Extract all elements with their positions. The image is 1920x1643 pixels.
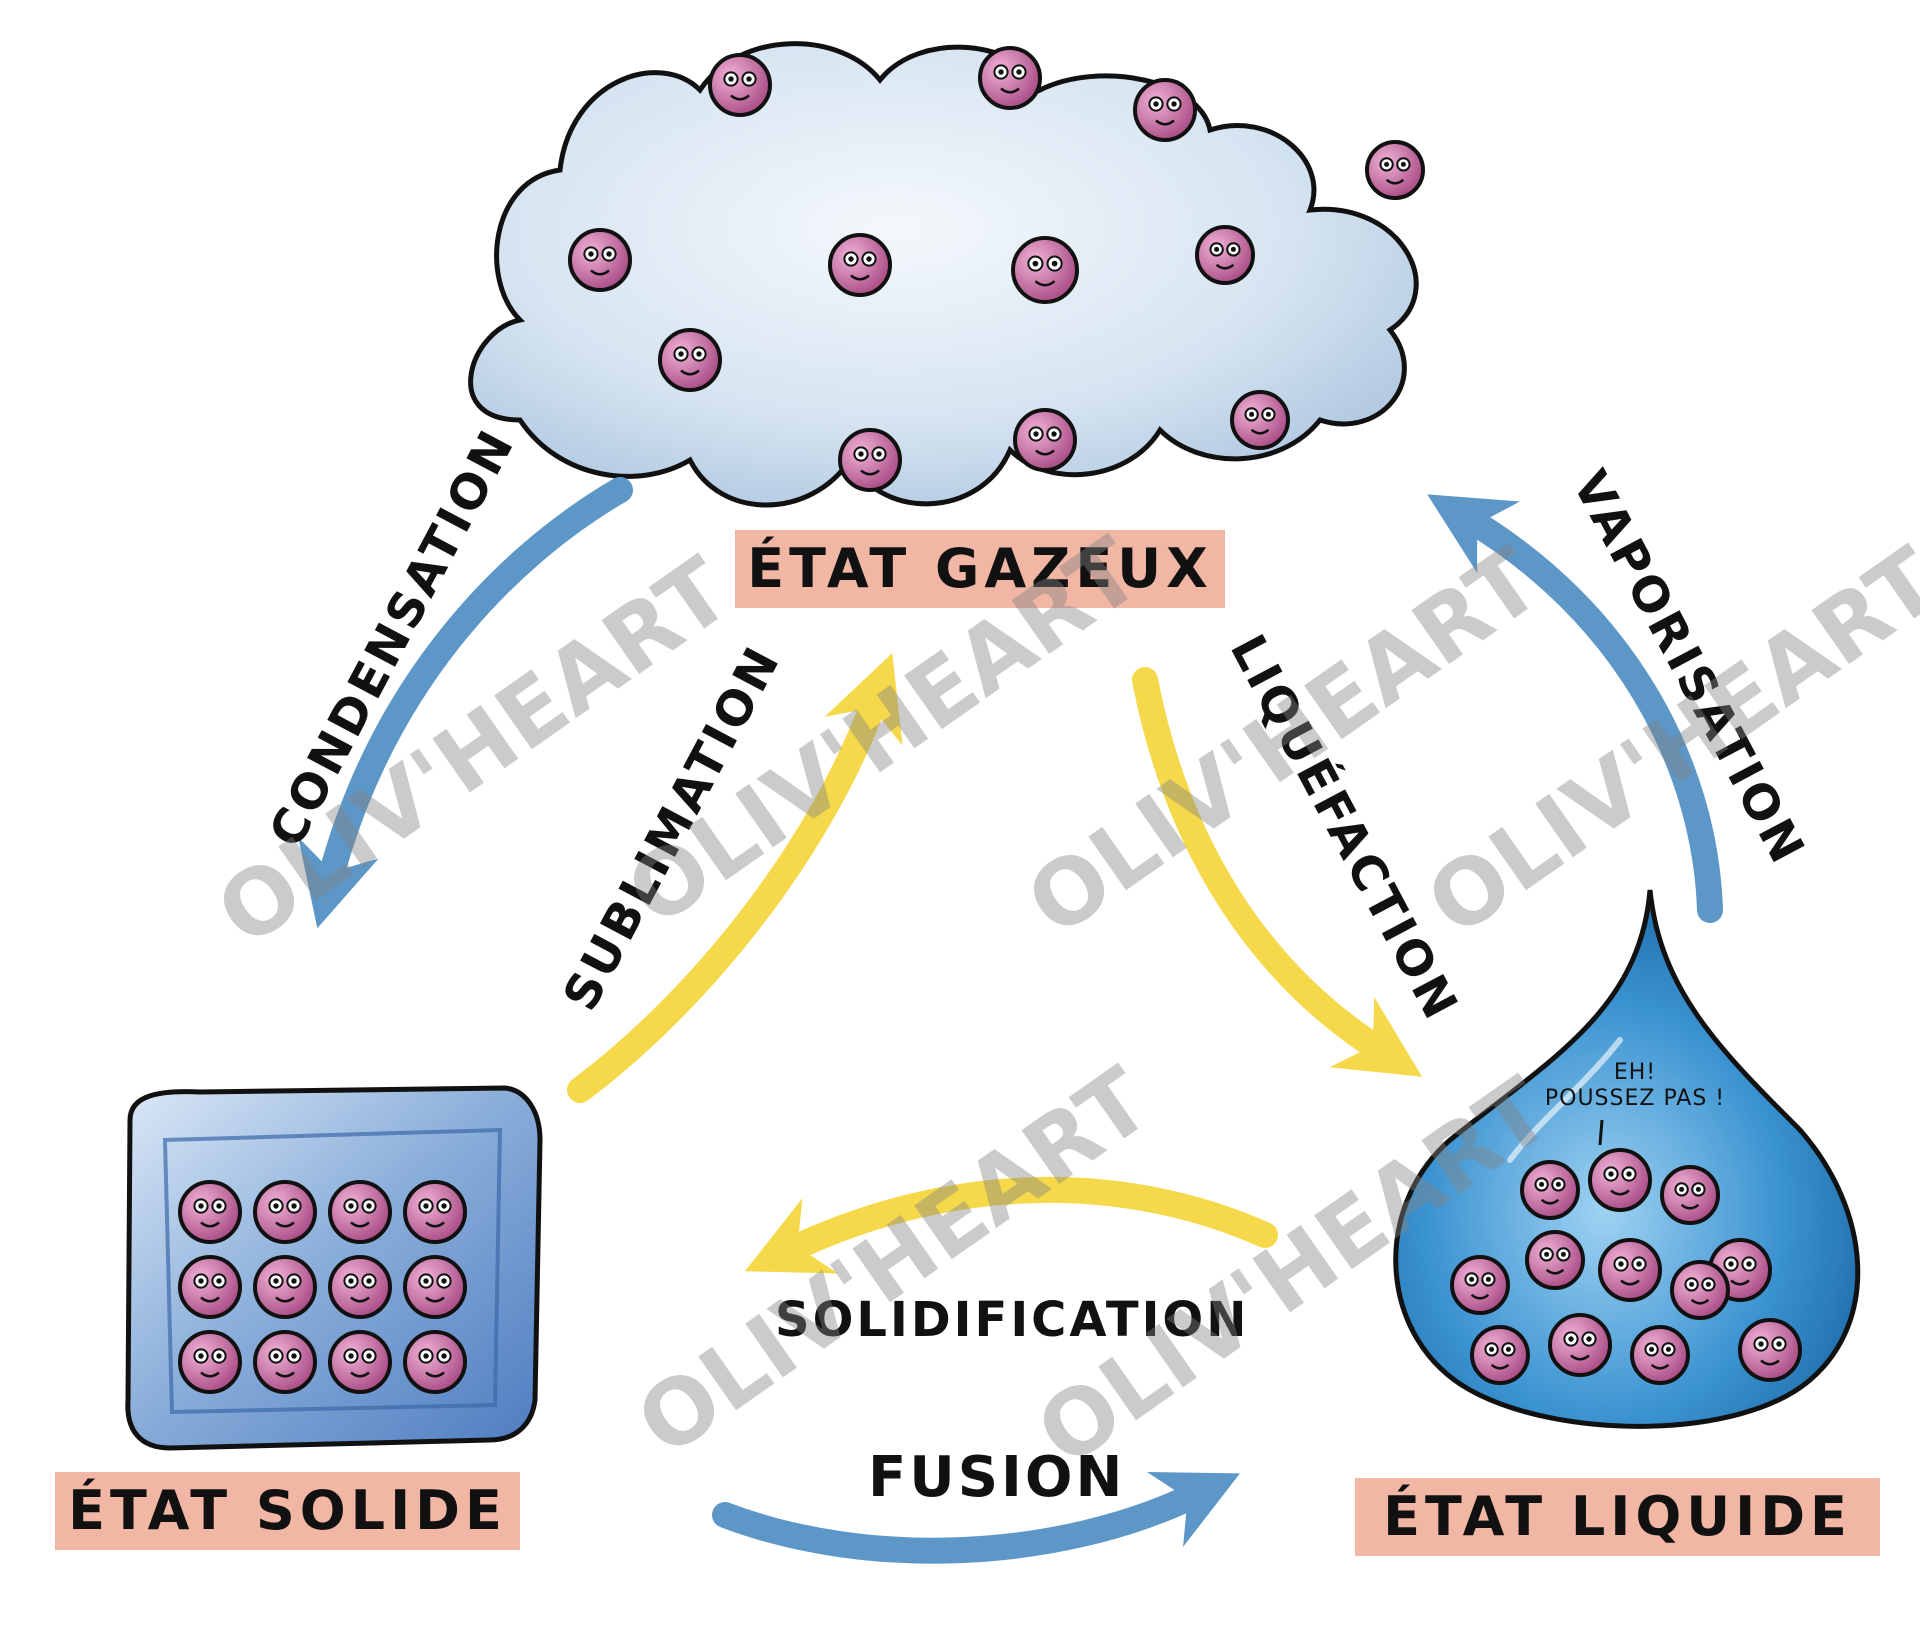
molecule-face-icon [253, 1255, 317, 1319]
solid-state-label: ÉTAT SOLIDE [55, 1472, 520, 1550]
molecule-face-icon [1450, 1255, 1510, 1315]
molecule-face-icon [178, 1255, 242, 1319]
fusion-arrow [712, 1471, 1240, 1564]
molecule-face-icon [1548, 1313, 1612, 1377]
molecule-face-icon [403, 1330, 467, 1394]
molecule-face-icon [1011, 236, 1079, 304]
molecule-face-icon [828, 233, 892, 297]
molecule-face-icon [1670, 1260, 1730, 1320]
molecule-face-icon [708, 53, 772, 117]
gas-state-label: ÉTAT GAZEUX [735, 530, 1225, 608]
molecule-face-icon [1195, 225, 1255, 285]
molecule-face-icon [328, 1255, 392, 1319]
molecule-face-icon [1365, 140, 1425, 200]
molecule-face-icon [403, 1180, 467, 1244]
speech-bubble-line1: EH! [1613, 1060, 1657, 1085]
speech-bubble-text: EH! POUSSEZ PAS ! [1540, 1060, 1730, 1112]
molecule-face-icon [178, 1330, 242, 1394]
condensation-arrow [298, 477, 633, 929]
molecule-face-icon [403, 1255, 467, 1319]
liquefaction-arrow [1132, 667, 1423, 1077]
solidification-label: SOLIDIFICATION [775, 1292, 1250, 1348]
molecule-face-icon [328, 1180, 392, 1244]
vaporisation-arrow [1427, 494, 1723, 923]
molecule-face-icon [1738, 1318, 1802, 1382]
molecule-face-icon [178, 1180, 242, 1244]
fusion-label: FUSION [868, 1445, 1126, 1510]
molecule-face-icon [328, 1330, 392, 1394]
molecule-face-icon [253, 1330, 317, 1394]
molecule-face-icon [1230, 390, 1290, 450]
molecule-face-icon [253, 1180, 317, 1244]
molecule-face-icon [1588, 1148, 1652, 1212]
molecule-face-icon [1133, 78, 1197, 142]
molecule-face-icon [1630, 1325, 1690, 1385]
molecule-face-icon [1660, 1165, 1720, 1225]
sublimation-arrow [567, 653, 903, 1103]
molecule-face-icon [838, 428, 902, 492]
molecule-group [178, 46, 1802, 1394]
speech-bubble-line2: POUSSEZ PAS ! [1544, 1086, 1726, 1111]
molecule-face-icon [1525, 1230, 1585, 1290]
cloud-gas-illustration [468, 41, 1419, 508]
liquid-state-label: ÉTAT LIQUIDE [1355, 1478, 1880, 1556]
molecule-face-icon [1470, 1325, 1530, 1385]
molecule-face-icon [1598, 1238, 1662, 1302]
molecule-face-icon [1013, 408, 1077, 472]
molecule-face-icon [1520, 1160, 1580, 1220]
molecule-face-icon [568, 228, 632, 292]
solidification-arrow [744, 1176, 1278, 1274]
molecule-face-icon [658, 328, 722, 392]
molecule-face-icon [978, 46, 1042, 110]
